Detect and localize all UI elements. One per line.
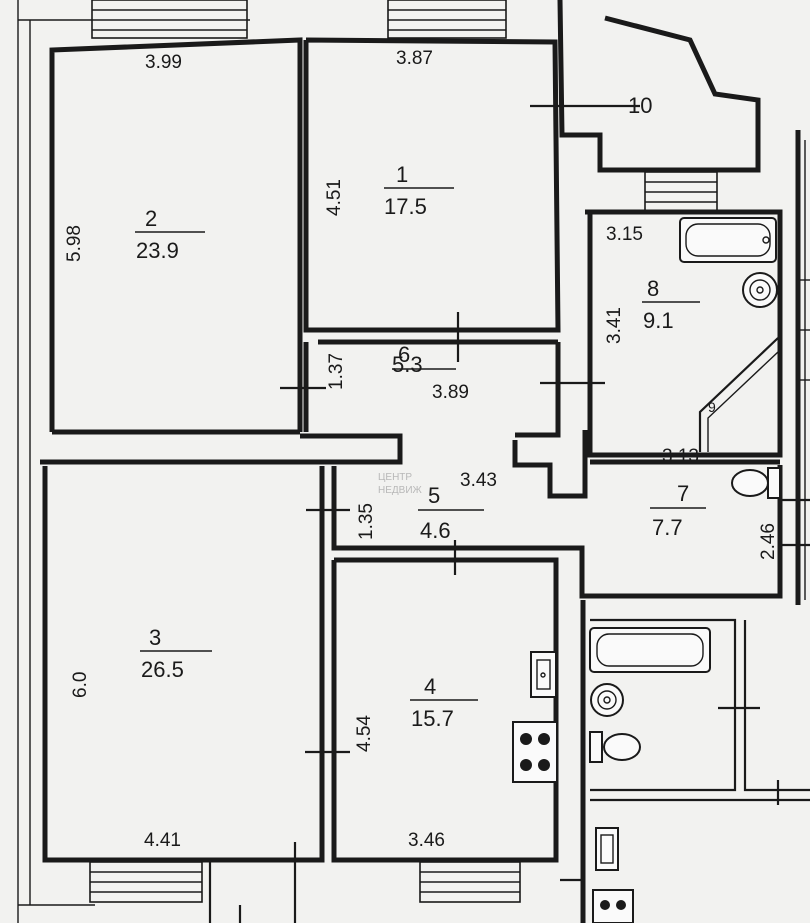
dim-room5-length: 3.43 bbox=[460, 470, 497, 491]
room-8-label: 8 9.1 bbox=[642, 276, 700, 333]
washbasin-icon bbox=[742, 272, 778, 308]
dim-room3-length: 6.0 bbox=[70, 672, 91, 698]
room-6-label: 6 5.3 bbox=[392, 342, 456, 377]
stairs-icon bbox=[800, 140, 810, 600]
dim-room8-length: 3.41 bbox=[604, 307, 625, 344]
door-marks bbox=[280, 312, 810, 923]
room-2-number: 2 bbox=[145, 206, 157, 231]
dim-room4-length: 4.54 bbox=[354, 715, 375, 752]
bathtub-icon-2 bbox=[589, 627, 711, 673]
interior-walls bbox=[40, 0, 810, 923]
dim-room2-width: 3.99 bbox=[145, 52, 182, 73]
watermark-line-2: НЕДВИЖ bbox=[378, 485, 423, 496]
sink-icon bbox=[530, 651, 557, 698]
room-4-area: 15.7 bbox=[411, 706, 454, 731]
bathtub-icon bbox=[679, 217, 777, 263]
room-5-area: 4.6 bbox=[420, 518, 451, 543]
room-8-number: 8 bbox=[647, 276, 659, 301]
window-balcony bbox=[644, 171, 718, 213]
sink-icon-2 bbox=[595, 827, 619, 871]
room-7-label: 7 7.7 bbox=[650, 481, 706, 540]
dimension-labels: 3.99 3.87 5.98 4.51 3.15 3.41 1.37 3.89 … bbox=[64, 48, 779, 851]
dim-room2-length: 5.98 bbox=[64, 225, 85, 262]
room-5-number: 5 bbox=[428, 483, 440, 508]
room-1-label: 1 17.5 bbox=[384, 162, 454, 219]
room-3-area: 26.5 bbox=[141, 657, 184, 682]
room-1-area: 17.5 bbox=[384, 194, 427, 219]
window-bottom-right bbox=[419, 861, 521, 903]
room-6-number: 6 bbox=[398, 342, 410, 367]
room-8-area: 9.1 bbox=[643, 308, 674, 333]
room-3-label: 3 26.5 bbox=[140, 625, 212, 682]
room-labels: 1 17.5 2 23.9 3 26.5 4 15.7 5 4.6 6 5.3 bbox=[135, 93, 716, 731]
stove-icon-2 bbox=[592, 889, 634, 923]
dim-room8-width: 3.15 bbox=[606, 224, 643, 245]
room-4-label: 4 15.7 bbox=[410, 674, 478, 731]
room-9-number: 9 bbox=[708, 399, 716, 415]
shower-corner-icon bbox=[698, 337, 779, 452]
dim-room1-length: 4.51 bbox=[324, 179, 345, 216]
window-top-left bbox=[91, 0, 248, 39]
room-2-area: 23.9 bbox=[136, 238, 179, 263]
dim-room5-width: 1.35 bbox=[356, 503, 377, 540]
dim-room6-length: 3.89 bbox=[432, 382, 469, 403]
toilet-icon bbox=[731, 467, 781, 499]
dim-room1-width: 3.87 bbox=[396, 48, 433, 69]
dim-room7-length: 2.46 bbox=[758, 523, 779, 560]
room-1-number: 1 bbox=[396, 162, 408, 187]
window-top-middle bbox=[387, 0, 507, 39]
dim-room7-width: 3.13 bbox=[662, 446, 699, 467]
dim-room6-width: 1.37 bbox=[326, 353, 347, 390]
room-10-number: 10 bbox=[628, 93, 652, 118]
room-7-area: 7.7 bbox=[652, 515, 683, 540]
room-4-number: 4 bbox=[424, 674, 436, 699]
stove-icon bbox=[512, 721, 558, 783]
room-5-label: 5 4.6 bbox=[418, 483, 484, 543]
watermark: ЦЕНТР НЕДВИЖ bbox=[378, 472, 423, 496]
dim-room3-width: 4.41 bbox=[144, 830, 181, 851]
washbasin-icon-2 bbox=[590, 683, 624, 717]
dim-room4-width: 3.46 bbox=[408, 830, 445, 851]
room-3-number: 3 bbox=[149, 625, 161, 650]
watermark-line-1: ЦЕНТР bbox=[378, 472, 412, 483]
toilet-icon-2 bbox=[589, 731, 641, 763]
room-6-area: 5.3 bbox=[392, 352, 423, 377]
window-bottom-left bbox=[89, 861, 203, 903]
room-2-label: 2 23.9 bbox=[135, 206, 205, 263]
room-7-number: 7 bbox=[677, 481, 689, 506]
